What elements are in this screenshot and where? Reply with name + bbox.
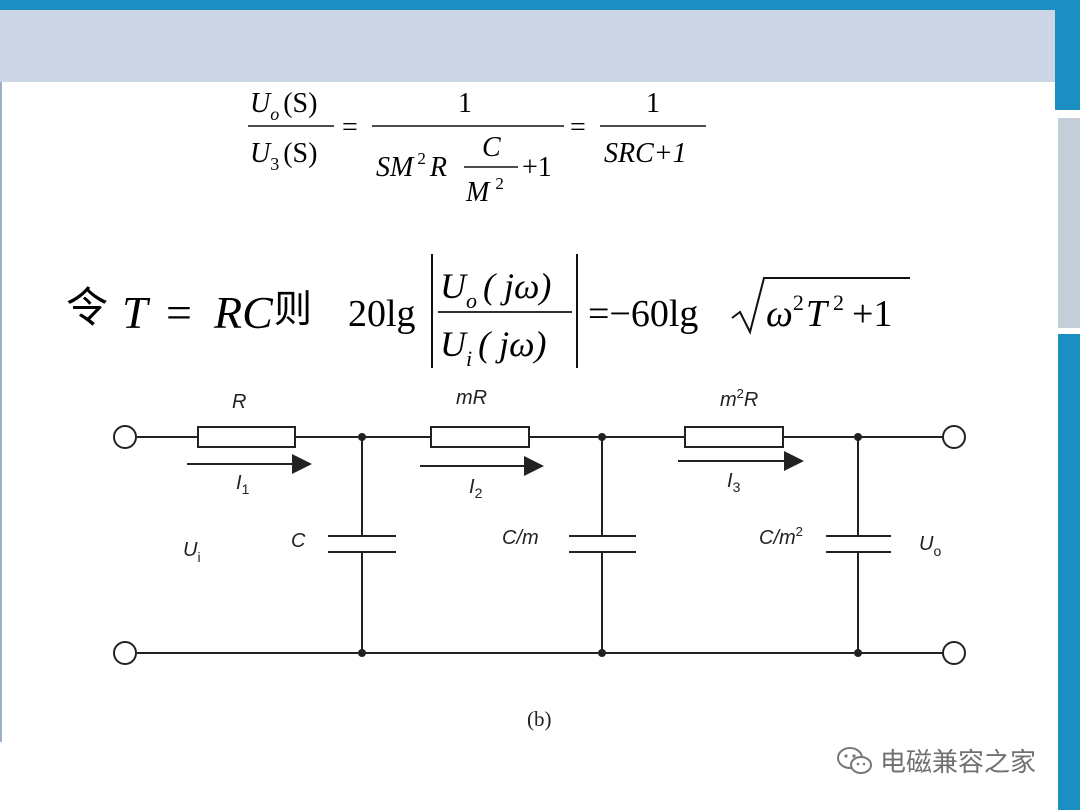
minus-sixty-lg: =−60lg xyxy=(588,293,698,335)
watermark-text: 电磁兼容之家 xyxy=(880,748,1037,778)
rhs-denominator: SRC+1 xyxy=(604,138,687,169)
resistor-r1-label: R xyxy=(232,391,246,413)
lhs-numerator: Uo(S) xyxy=(250,88,317,124)
rhs-numerator: 1 xyxy=(646,88,660,119)
resistor-r3-label: m2R xyxy=(720,386,758,411)
lhs-denominator: U3(S) xyxy=(250,138,317,174)
equals-sign-3: = xyxy=(166,287,192,338)
capacitor-c3-label: C/m2 xyxy=(759,524,803,549)
inner-numerator: C xyxy=(482,132,501,163)
slide-header-band xyxy=(0,10,1055,82)
current-i1-label: I1 xyxy=(236,472,250,497)
abs-numerator: Uo( jω) xyxy=(440,266,551,313)
capacitor-c1 xyxy=(328,437,396,653)
current-arrow-i3 xyxy=(678,451,804,471)
output-terminal-top xyxy=(942,425,966,449)
RC-symbol: RC xyxy=(213,287,274,338)
then-character: 则 xyxy=(274,287,312,331)
mid-numerator: 1 xyxy=(458,88,472,119)
output-voltage-label: Uo xyxy=(919,533,941,559)
current-arrow-i2 xyxy=(420,456,544,476)
equals-sign-1: = xyxy=(342,112,358,143)
capacitor-c2 xyxy=(569,437,636,653)
input-terminal-bottom xyxy=(113,641,137,665)
magnitude-equation: 令 T = RC 则 20lg Uo( jω) Ui( jω) =−60lg ω… xyxy=(66,254,910,371)
watermark: 电磁兼容之家 xyxy=(836,742,1036,779)
wechat-icon xyxy=(837,746,872,774)
input-terminal-top xyxy=(113,425,137,449)
resistor-r1 xyxy=(197,426,296,448)
current-i2-label: I2 xyxy=(469,476,483,501)
resistor-r2 xyxy=(430,426,530,448)
right-grey-strip xyxy=(1058,118,1080,328)
let-character: 令 xyxy=(66,283,108,332)
capacitor-c1-label: C xyxy=(291,530,306,552)
input-voltage-label: Ui xyxy=(183,539,201,565)
resistor-r3 xyxy=(684,426,784,448)
right-accent-strip-lower xyxy=(1058,334,1080,810)
abs-denominator: Ui( jω) xyxy=(440,324,547,371)
current-i3-label: I3 xyxy=(727,470,741,495)
twenty-lg: 20lg xyxy=(348,293,416,335)
T-symbol: T xyxy=(122,287,151,338)
figure-caption: (b) xyxy=(527,707,552,731)
capacitor-c2-label: C/m xyxy=(502,527,539,549)
current-arrow-i1 xyxy=(187,454,312,474)
capacitor-c3 xyxy=(826,437,891,653)
mid-plus-one: +1 xyxy=(522,152,552,183)
resistor-r2-label: mR xyxy=(456,387,487,409)
top-accent-bar xyxy=(0,0,1080,10)
right-accent-strip xyxy=(1055,10,1080,110)
rc-ladder-circuit xyxy=(113,425,966,665)
equals-sign-2: = xyxy=(570,112,586,143)
output-terminal-bottom xyxy=(942,641,966,665)
left-edge-line xyxy=(0,82,2,742)
